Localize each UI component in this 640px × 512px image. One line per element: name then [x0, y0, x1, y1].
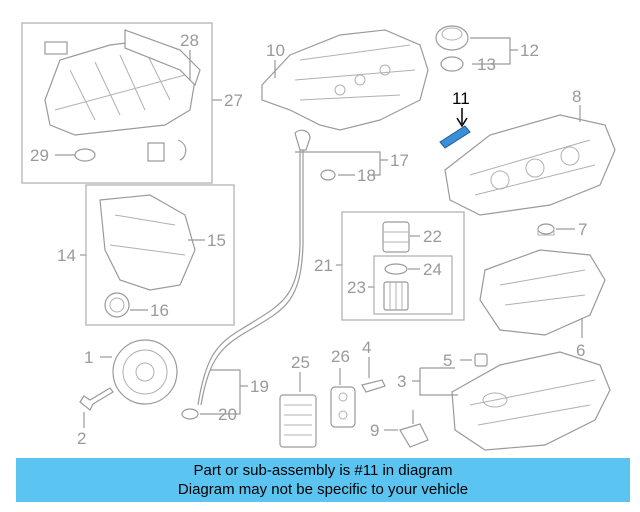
callout-12[interactable]: 12 — [520, 41, 539, 60]
callout-21[interactable]: 21 — [314, 256, 333, 275]
callout-4[interactable]: 4 — [362, 338, 371, 357]
pulley-bolt[interactable] — [79, 387, 114, 411]
sensor-29-oring[interactable] — [74, 148, 96, 162]
timing-cover[interactable] — [99, 194, 196, 291]
callout-15[interactable]: 15 — [207, 231, 226, 250]
dipstick-tube-seal-20[interactable] — [181, 408, 199, 420]
oil-filler-cap[interactable] — [435, 25, 469, 51]
callout-24[interactable]: 24 — [423, 260, 442, 279]
valve-cover[interactable] — [261, 29, 429, 131]
oil-pan-baffle[interactable] — [479, 249, 606, 336]
leader-17 — [295, 151, 388, 176]
callout-16[interactable]: 16 — [150, 301, 169, 320]
filter-oring-24[interactable] — [384, 263, 408, 275]
leader-19-20 — [200, 369, 248, 415]
callout-9[interactable]: 9 — [370, 421, 379, 440]
callout-14[interactable]: 14 — [57, 246, 76, 265]
callout-2[interactable]: 2 — [77, 429, 86, 448]
callout-27[interactable]: 27 — [224, 91, 243, 110]
dipstick-handle[interactable] — [294, 129, 311, 151]
manifold-gasket[interactable] — [124, 29, 201, 87]
banner-line-2: Diagram may not be specific to your vehi… — [177, 481, 469, 498]
dipstick-seal-18[interactable] — [320, 169, 336, 181]
oil-filter-box — [341, 211, 465, 321]
oil-cooler-gasket[interactable] — [330, 386, 356, 428]
sealant-tube[interactable] — [361, 379, 386, 393]
leader-12-13 — [470, 37, 518, 65]
oil-level-sensor[interactable] — [399, 410, 429, 448]
timing-cover-seal-16[interactable] — [104, 292, 130, 318]
callout-25[interactable]: 25 — [291, 353, 310, 372]
callout-8[interactable]: 8 — [572, 87, 581, 106]
callout-13[interactable]: 13 — [477, 55, 496, 74]
highlighted-part-11[interactable] — [439, 125, 471, 149]
crankshaft-pulley[interactable] — [112, 339, 178, 405]
oil-pan-lower[interactable] — [451, 351, 611, 451]
intake-group-box — [21, 22, 213, 184]
manifold-bracket[interactable] — [44, 41, 68, 55]
arrow-11 — [456, 117, 468, 128]
callout-7[interactable]: 7 — [578, 220, 587, 239]
callout-18[interactable]: 18 — [357, 166, 376, 185]
filter-element-box — [373, 255, 453, 315]
oil-pan-plug-7[interactable] — [537, 223, 555, 236]
manifold-sensor[interactable] — [147, 139, 187, 162]
leader-3 — [412, 367, 458, 396]
intake-manifold[interactable] — [44, 39, 196, 136]
drain-plug[interactable] — [474, 353, 488, 367]
dipstick-tube[interactable] — [197, 150, 304, 406]
callout-10[interactable]: 10 — [266, 41, 285, 60]
banner-line-1: Part or sub-assembly is #11 in diagram — [193, 462, 453, 479]
callout-23[interactable]: 23 — [347, 278, 366, 297]
callout-5[interactable]: 5 — [443, 351, 452, 370]
oil-cooler[interactable] — [279, 394, 317, 448]
callout-1[interactable]: 1 — [84, 348, 93, 367]
callout-22[interactable]: 22 — [423, 227, 442, 246]
exploded-parts-diagram: 27 28 29 10 12 13 11 8 18 17 — [21, 22, 616, 451]
callout-29[interactable]: 29 — [30, 146, 49, 165]
callout-20[interactable]: 20 — [218, 405, 237, 424]
oil-filter-element[interactable] — [383, 281, 409, 311]
oil-pan-upper[interactable] — [444, 114, 616, 216]
callout-26[interactable]: 26 — [331, 347, 350, 366]
callout-19[interactable]: 19 — [250, 377, 269, 396]
info-banner: Part or sub-assembly is #11 in diagram D… — [16, 458, 630, 502]
oil-filter-housing-cap[interactable] — [382, 221, 410, 253]
callout-6[interactable]: 6 — [576, 341, 585, 360]
callout-11[interactable]: 11 — [452, 89, 470, 108]
callout-3[interactable]: 3 — [397, 372, 406, 391]
callout-17[interactable]: 17 — [390, 151, 409, 170]
callout-28[interactable]: 28 — [180, 31, 199, 50]
filler-cap-seal[interactable] — [440, 56, 464, 72]
